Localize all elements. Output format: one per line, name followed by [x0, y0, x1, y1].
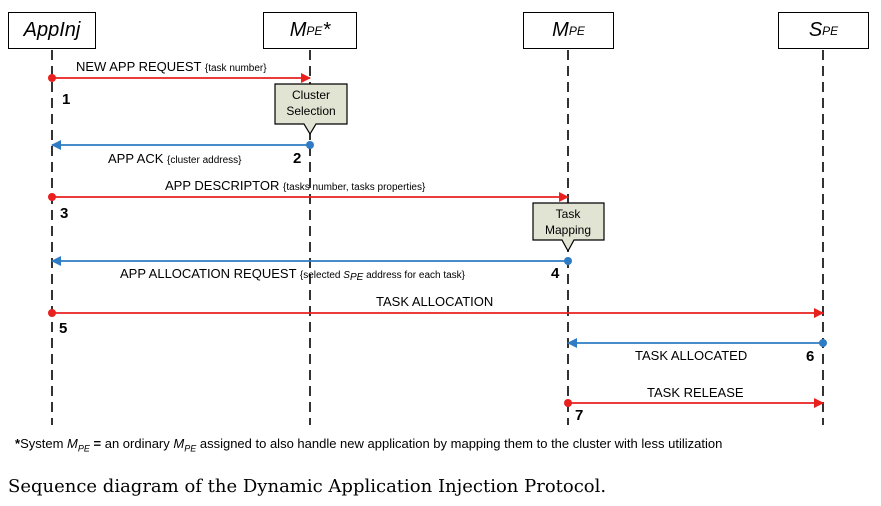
lifeline-name-spe: S [808, 19, 823, 41]
step-number-4: 4 [551, 265, 560, 282]
lifeline-sub-mpe-star: PE [306, 23, 323, 38]
lifeline-box-appinj: AppInj [8, 12, 96, 49]
lifeline-suffix-mpe-star: * [322, 19, 331, 41]
footnote-var: M [67, 436, 78, 451]
message-origin-dot-3 [48, 193, 56, 201]
step-number-6: 6 [806, 348, 814, 365]
message-origin-dot-1 [48, 74, 56, 82]
footnote-star: * [15, 436, 21, 451]
process-box-line1: Cluster [292, 88, 330, 102]
process-box-line1: Task [556, 207, 582, 221]
footnote-sub: PE [77, 443, 90, 454]
message-origin-dot-4 [564, 257, 572, 265]
lifeline-sub-spe: PE [822, 23, 839, 38]
step-number-5: 5 [59, 320, 67, 337]
step-number-7: 7 [575, 407, 583, 424]
footnote-pre: System [20, 436, 68, 451]
message-origin-dot-5 [48, 309, 56, 317]
diagram-canvas: NEW APP REQUEST {task number} 1 Cluster … [48, 50, 827, 425]
message-label-3: APP DESCRIPTOR {tasks number, tasks prop… [165, 178, 426, 193]
message-label-7: TASK RELEASE [647, 385, 744, 400]
message-label-1: NEW APP REQUEST {task number} [76, 59, 267, 74]
message-label-2: APP ACK {cluster address} [108, 151, 242, 166]
step-number-2: 2 [293, 150, 301, 167]
lifeline-sub-mpe: PE [568, 23, 585, 38]
footnote-mid: an ordinary [104, 436, 174, 451]
process-box-task-mapping: Task Mapping [532, 202, 605, 253]
lifeline-name-mpe-star: M [289, 19, 307, 41]
message-origin-dot-2 [306, 141, 314, 149]
message-label-5: TASK ALLOCATION [376, 294, 493, 309]
message-label-4: APP ALLOCATION REQUEST {selected SPE add… [120, 266, 466, 283]
footnote-sub2: PE [184, 443, 197, 454]
step-number-3: 3 [60, 205, 68, 222]
footnote-eq: = [89, 436, 105, 451]
figure-caption: Sequence diagram of the Dynamic Applicat… [8, 476, 607, 497]
message-origin-dot-6 [819, 339, 827, 347]
process-box-cluster-selection: Cluster Selection [274, 83, 348, 136]
lifeline-name-appinj: AppInj [23, 19, 81, 41]
message-origin-dot-7 [564, 399, 572, 407]
footnote: *System MPE = an ordinary MPE assigned t… [15, 436, 722, 454]
process-box-line2: Mapping [545, 223, 591, 237]
lifeline-name-mpe: M [552, 19, 569, 41]
message-label-6: TASK ALLOCATED [635, 348, 747, 363]
footnote-post: assigned to also handle new application … [196, 436, 723, 451]
step-number-1: 1 [62, 91, 70, 108]
footnote-var2: M [173, 436, 185, 451]
process-box-line2: Selection [286, 104, 335, 118]
